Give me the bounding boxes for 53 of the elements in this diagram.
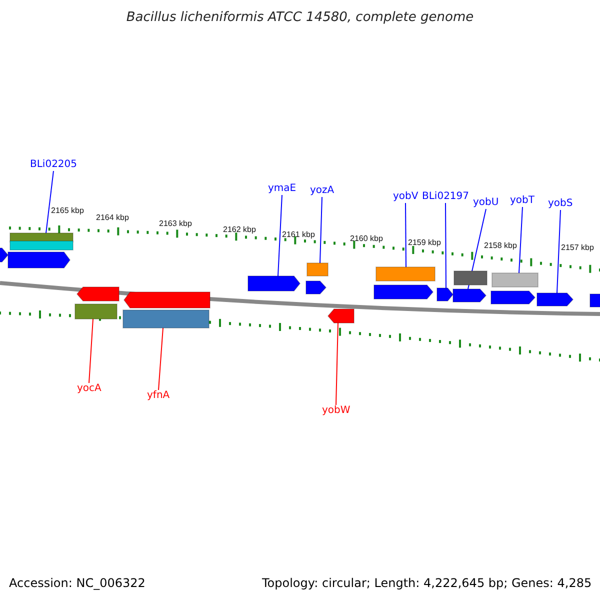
gene-feature <box>76 286 120 302</box>
scale-label: 2161 kbp <box>282 231 315 239</box>
gene-feature <box>123 292 210 308</box>
leader-line <box>46 170 54 234</box>
title: Bacillus licheniformis ATCC 14580, complete genome <box>125 11 475 24</box>
gene-label: yobV <box>393 192 418 202</box>
leader-line <box>88 318 94 384</box>
scale-label: 2160 kbp <box>350 235 383 243</box>
gene-bar <box>492 272 538 288</box>
gene-feature <box>374 284 434 300</box>
gene-bar <box>74 304 118 320</box>
gene-label: yocA <box>77 384 102 394</box>
gene-label: yobS <box>548 199 573 209</box>
leader-line <box>158 328 164 390</box>
gene-label: yobW <box>322 406 350 416</box>
gene-label: yfnA <box>147 391 170 401</box>
scale-label: 2158 kbp <box>484 242 517 250</box>
scale-label: 2164 kbp <box>96 214 129 222</box>
gene-label: yobT <box>510 196 534 206</box>
leader-line <box>320 196 322 264</box>
gene-label: ymaE <box>268 184 296 194</box>
leader-line <box>445 202 446 288</box>
leader-line <box>405 202 406 268</box>
leader-line <box>556 210 561 294</box>
gene-feature <box>452 288 487 302</box>
gene-bar <box>454 270 488 286</box>
gene-label: yozA <box>310 186 334 196</box>
footer-text: Topology: circular; Length: 4,222,645 bp; Genes: 4,285 <box>262 577 592 589</box>
scale-label: 2157 kbp <box>561 244 594 252</box>
gene-feature <box>0 248 9 262</box>
scale-label: 2162 kbp <box>223 226 256 234</box>
footer-text: Accession: NC_006322 <box>9 577 146 589</box>
leader-line <box>336 322 338 406</box>
gene-feature <box>327 308 354 324</box>
gene-bar <box>10 240 74 250</box>
gene-feature <box>306 280 327 294</box>
gene-feature <box>490 290 536 304</box>
gene-bar <box>10 232 74 242</box>
gene-label: BLi02205 <box>30 160 78 170</box>
leader-line <box>518 206 523 274</box>
scale-label: 2163 kbp <box>159 220 192 228</box>
gene-feature <box>590 294 600 308</box>
gene-feature <box>436 288 454 302</box>
gene-feature <box>536 292 574 306</box>
gene-bar <box>376 266 436 282</box>
leader-line <box>278 194 282 276</box>
gene-feature <box>248 276 301 292</box>
gene-label: BLi02197 <box>422 192 470 202</box>
scale-label: 2165 kbp <box>51 207 84 215</box>
gene-bar <box>122 310 210 328</box>
scale-label: 2159 kbp <box>408 239 441 247</box>
gene-label: yobU <box>473 198 499 208</box>
gene-bar <box>306 262 328 276</box>
